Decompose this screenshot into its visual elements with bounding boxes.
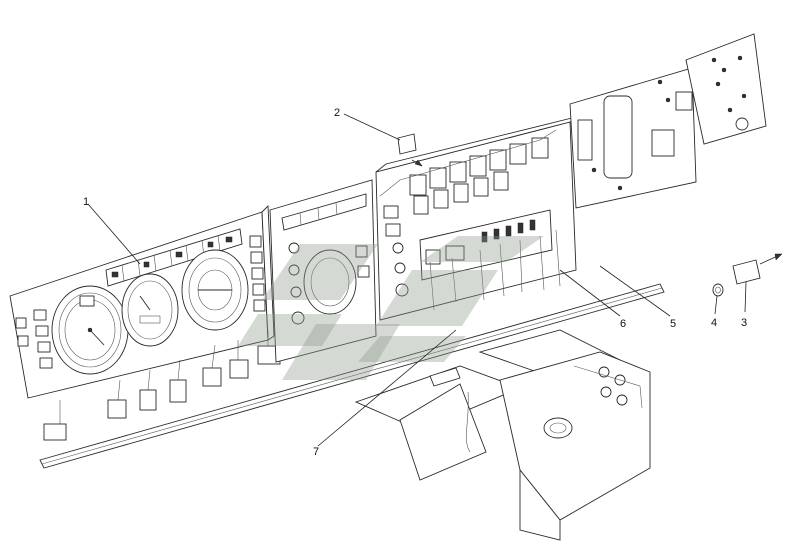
center-panel — [269, 179, 377, 363]
callout-numbers: 1 2 3 4 5 6 7 — [83, 107, 747, 458]
knob-4 — [712, 283, 724, 297]
callout-6: 6 — [620, 318, 626, 330]
callout-4: 4 — [711, 317, 717, 329]
tachometer-gauge — [121, 273, 179, 347]
speedometer-gauge — [51, 285, 129, 375]
callout-1: 1 — [83, 196, 89, 208]
watermark-logo — [238, 236, 544, 380]
callout-5: 5 — [670, 318, 676, 330]
console-cover — [354, 329, 651, 541]
mounting-plate — [569, 33, 767, 209]
label-plate-2 — [397, 133, 423, 167]
relay-panel — [375, 115, 581, 321]
callout-7: 7 — [313, 446, 319, 458]
fuse-block — [419, 209, 553, 281]
leader-lines — [87, 113, 747, 447]
relay-row — [409, 137, 549, 215]
callout-2: 2 — [334, 107, 340, 119]
callout-3: 3 — [741, 317, 747, 329]
label-plate-3 — [732, 253, 783, 285]
pressure-gauge — [181, 249, 249, 331]
wiring-connectors — [43, 330, 281, 441]
instrument-panel — [9, 204, 665, 469]
